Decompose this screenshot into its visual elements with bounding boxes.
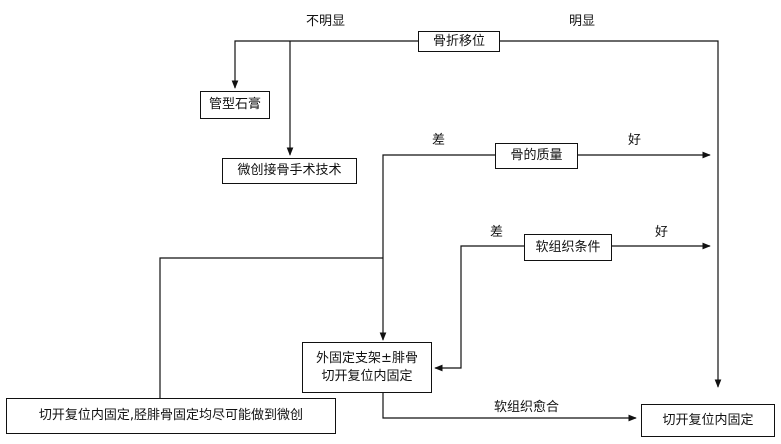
- node-label-line2: 切开复位内固定: [321, 368, 413, 384]
- edge-soft-poor: [434, 245, 524, 372]
- node-label: 微创接骨手术技术: [237, 163, 342, 178]
- edge-bone-poor: [379, 154, 495, 341]
- node-label: 切开复位内固定,胫腓骨固定均尽可能做到微创: [38, 408, 304, 423]
- node-bone-quality: 骨的质量: [495, 143, 578, 169]
- label-soft-poor: 差: [490, 225, 504, 240]
- label-obvious: 明显: [569, 14, 596, 29]
- node-cast: 管型石膏: [200, 91, 270, 119]
- node-label-line1: 外固定支架±腓骨: [316, 350, 418, 366]
- node-label: 骨折移位: [432, 33, 485, 49]
- edge-to-orif-minimal: [159, 257, 383, 398]
- label-bone-good: 好: [628, 133, 642, 148]
- label-soft-good: 好: [655, 225, 669, 240]
- edge-displacement-to-orif: [500, 40, 722, 388]
- node-orif: 切开复位内固定: [641, 404, 775, 437]
- edge-healed-to-orif: [382, 393, 637, 422]
- node-orif-minimal: 切开复位内固定,胫腓骨固定均尽可能做到微创: [6, 398, 336, 434]
- label-bone-poor: 差: [432, 133, 446, 148]
- label-not-obvious: 不明显: [306, 14, 346, 29]
- edge-displacement-to-cast: [231, 40, 418, 89]
- label-soft-tissue-healed: 软组织愈合: [494, 400, 560, 415]
- node-label: 切开复位内固定: [662, 412, 754, 428]
- node-label: 软组织条件: [535, 239, 601, 255]
- node-external-fixation: 外固定支架±腓骨 切开复位内固定: [302, 342, 432, 393]
- node-minimally-invasive: 微创接骨手术技术: [222, 158, 357, 184]
- node-soft-tissue: 软组织条件: [524, 234, 612, 261]
- node-fracture-displacement: 骨折移位: [418, 31, 500, 52]
- node-label: 管型石膏: [208, 97, 261, 112]
- node-label: 骨的质量: [510, 148, 563, 163]
